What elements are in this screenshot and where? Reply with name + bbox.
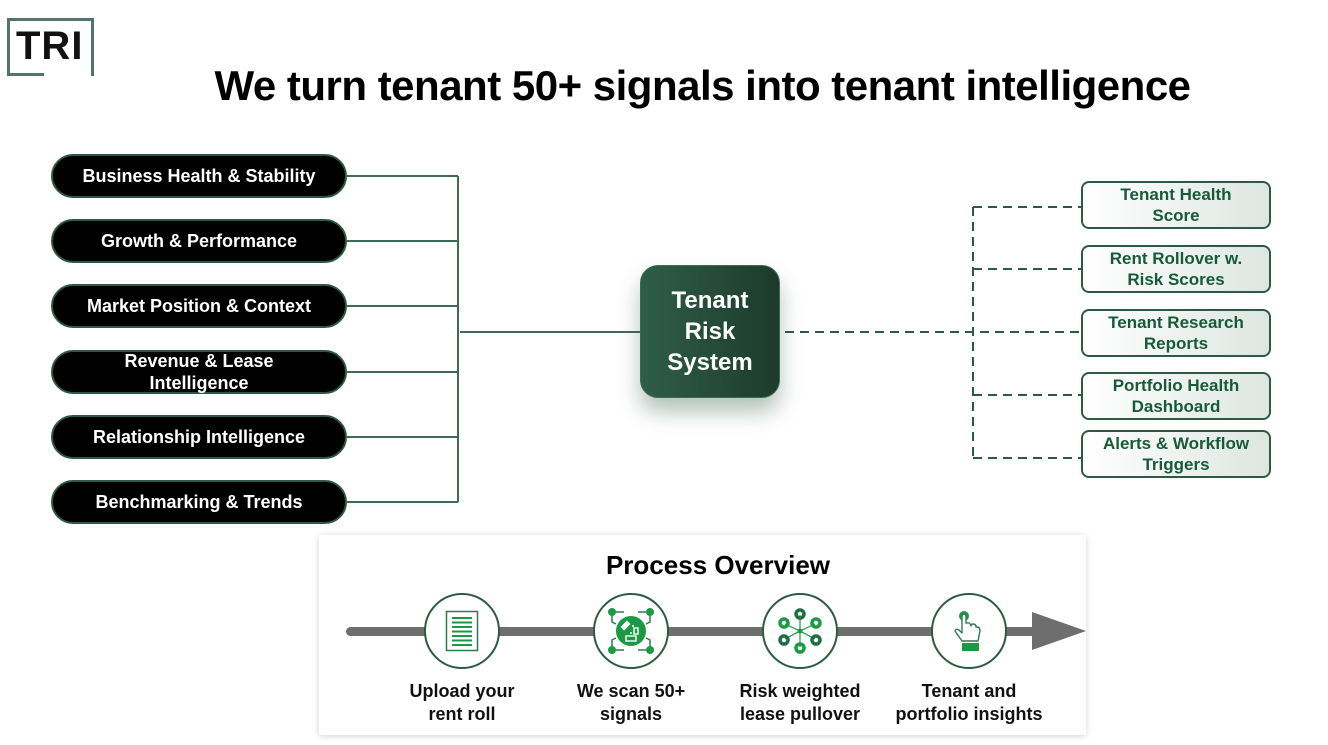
hub-label: System bbox=[667, 349, 753, 376]
step-label: Tenant and portfolio insights bbox=[879, 680, 1059, 726]
signal-label: Business Health & Stability bbox=[82, 166, 316, 186]
logo-frame bbox=[7, 18, 94, 21]
tri-logo: TRI bbox=[7, 18, 94, 76]
step-label-line: rent roll bbox=[428, 704, 496, 724]
page-title: We turn tenant 50+ signals into tenant i… bbox=[214, 62, 1191, 109]
tenant-risk-system-hub: Tenant Risk System bbox=[640, 265, 780, 398]
process-title: Process Overview bbox=[605, 550, 831, 580]
network-icon bbox=[778, 608, 822, 654]
signal-pill: Benchmarking & Trends bbox=[51, 480, 347, 524]
output-label: Dashboard bbox=[1131, 397, 1221, 416]
step-label-line: Tenant and bbox=[921, 681, 1017, 701]
output-label: Portfolio Health bbox=[1112, 376, 1240, 395]
process-overview-panel: Process Overview Upload your rent roll bbox=[319, 535, 1086, 735]
timeline-bar bbox=[346, 627, 1036, 636]
signal-label: Growth & Performance bbox=[100, 231, 298, 251]
output-label: Tenant Research bbox=[1108, 313, 1244, 332]
output-label: Risk Scores bbox=[1127, 270, 1225, 289]
step-label: Upload your rent roll bbox=[372, 680, 552, 726]
hub-label: Tenant bbox=[671, 287, 749, 314]
step-label-line: lease pullover bbox=[739, 704, 861, 724]
signal-pill: Growth & Performance bbox=[51, 219, 347, 263]
step-label-line: Risk weighted bbox=[739, 681, 861, 701]
output-label: Reports bbox=[1143, 334, 1209, 353]
signal-pill: Market Position & Context bbox=[51, 284, 347, 328]
step-label-line: portfolio insights bbox=[895, 704, 1043, 724]
timeline-arrowhead bbox=[1032, 612, 1086, 650]
output-label: Alerts & Workflow bbox=[1102, 434, 1250, 453]
pointer-hand-icon bbox=[954, 611, 981, 651]
scan-icon bbox=[608, 608, 654, 654]
output-label: Tenant Health bbox=[1120, 185, 1232, 204]
signal-pill: Revenue & Lease Intelligence bbox=[51, 350, 347, 394]
signal-label: Market Position & Context bbox=[86, 296, 312, 316]
step-risk-weighted bbox=[762, 593, 838, 669]
output-box: Rent Rollover w. Risk Scores bbox=[1081, 245, 1271, 293]
step-label-line: signals bbox=[599, 704, 663, 724]
hub-label: Risk bbox=[684, 318, 736, 345]
step-label: Risk weighted lease pullover bbox=[710, 680, 890, 726]
step-label-line: Upload your bbox=[409, 681, 515, 701]
step-label: We scan 50+ signals bbox=[541, 680, 721, 726]
signal-label: Intelligence bbox=[149, 373, 249, 393]
logo-frame bbox=[7, 18, 10, 76]
signal-label: Relationship Intelligence bbox=[92, 427, 306, 447]
signal-label: Benchmarking & Trends bbox=[95, 492, 303, 512]
logo-text: TRI bbox=[16, 24, 84, 68]
output-label: Triggers bbox=[1142, 455, 1210, 474]
signal-pill: Relationship Intelligence bbox=[51, 415, 347, 459]
step-label-line: We scan 50+ bbox=[576, 681, 686, 701]
step-upload bbox=[424, 593, 500, 669]
output-label: Score bbox=[1152, 206, 1200, 225]
step-scan bbox=[593, 593, 669, 669]
step-insights bbox=[931, 593, 1007, 669]
logo-frame bbox=[91, 18, 94, 76]
logo-frame bbox=[7, 73, 44, 76]
signal-pill: Business Health & Stability bbox=[51, 154, 347, 198]
output-label: Rent Rollover w. bbox=[1109, 249, 1243, 268]
document-icon bbox=[445, 610, 479, 652]
signal-label: Revenue & Lease bbox=[124, 351, 274, 371]
